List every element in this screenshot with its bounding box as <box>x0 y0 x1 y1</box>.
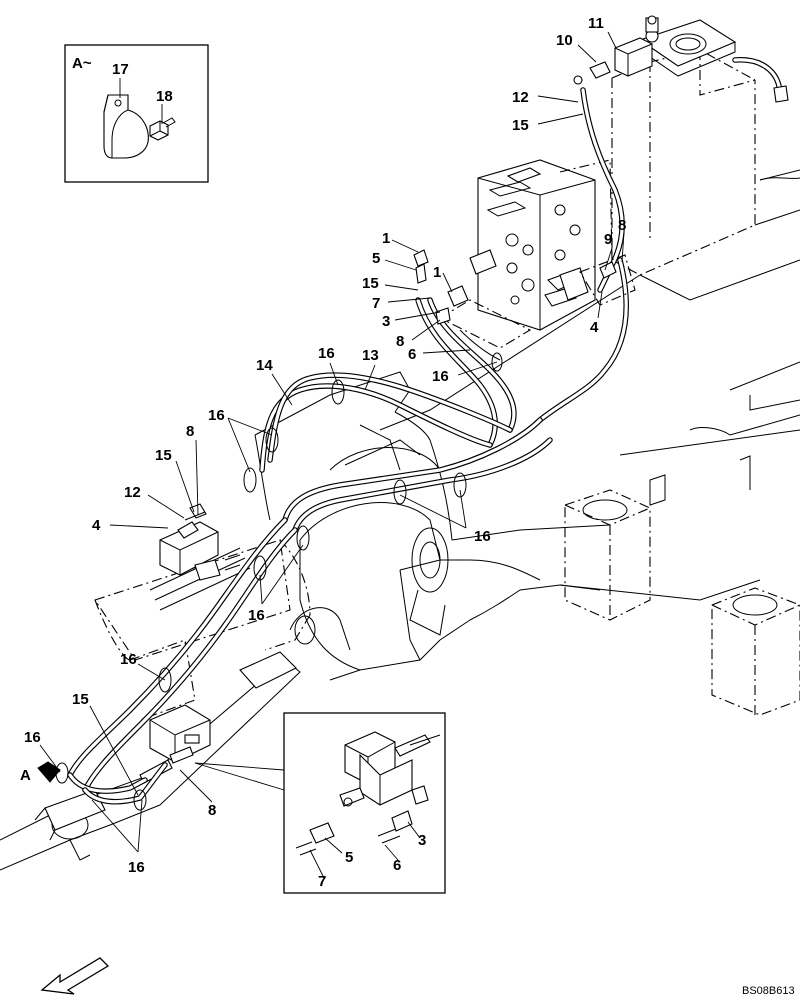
callout-16: 16 <box>24 729 41 746</box>
callout-3: 3 <box>382 313 390 330</box>
callout-6: 6 <box>408 346 416 363</box>
hydraulic-hoses <box>67 87 629 805</box>
callout-5: 5 <box>345 849 353 866</box>
callout-1: 1 <box>433 264 441 281</box>
callout-16: 16 <box>474 528 491 545</box>
callout-8: 8 <box>396 333 404 350</box>
callout-15: 15 <box>512 117 529 134</box>
callout-18: 18 <box>156 88 173 105</box>
counterweight-blocks <box>564 489 800 716</box>
callout-16: 16 <box>128 859 145 876</box>
callout-12: 12 <box>512 89 529 106</box>
callout-8: 8 <box>618 217 626 234</box>
callout-1: 1 <box>382 230 390 247</box>
upper-frame-outline <box>619 169 800 506</box>
callout-17: 17 <box>112 61 129 78</box>
callout-11: 11 <box>588 15 604 32</box>
callout-leaders <box>39 31 625 879</box>
callout-15: 15 <box>155 447 172 464</box>
callout-9: 9 <box>604 231 612 248</box>
clamp-part <box>103 94 149 159</box>
reference-code: BS08B613 <box>742 985 795 997</box>
callout-16: 16 <box>208 407 225 424</box>
callout-5: 5 <box>372 250 380 267</box>
callout-15: 15 <box>362 275 379 292</box>
direction-marker-a: A <box>20 761 61 784</box>
callout-4: 4 <box>590 319 599 336</box>
callout-10: 10 <box>556 32 573 49</box>
front-direction-arrow <box>40 957 110 995</box>
callout-4: 4 <box>92 517 101 534</box>
callout-7: 7 <box>318 873 326 890</box>
callout-8: 8 <box>208 802 216 819</box>
detail-view-a: A~ <box>64 44 209 183</box>
tank-and-pump-assembly <box>573 15 789 276</box>
callout-6: 6 <box>393 857 401 874</box>
arm-cylinder <box>0 651 301 871</box>
callout-16: 16 <box>318 345 335 362</box>
callout-numbers: 17 18 10 11 12 15 1 5 1 15 7 3 8 6 16 9 … <box>24 15 626 890</box>
callout-15: 15 <box>72 691 89 708</box>
callout-3: 3 <box>418 832 426 849</box>
direction-marker-label: A <box>20 767 31 784</box>
callout-16: 16 <box>432 368 449 385</box>
callout-14: 14 <box>256 357 273 374</box>
callout-13: 13 <box>362 347 379 364</box>
callout-8: 8 <box>186 423 194 440</box>
view-label: A~ <box>72 55 92 72</box>
detail-inset <box>194 712 446 894</box>
callout-16: 16 <box>120 651 137 668</box>
callout-16: 16 <box>248 607 265 624</box>
main-control-valve <box>438 159 613 349</box>
callout-12: 12 <box>124 484 141 501</box>
bolt-part <box>149 120 169 141</box>
boom-fittings <box>149 503 251 611</box>
boom-structure <box>254 274 761 681</box>
callout-7: 7 <box>372 295 380 312</box>
